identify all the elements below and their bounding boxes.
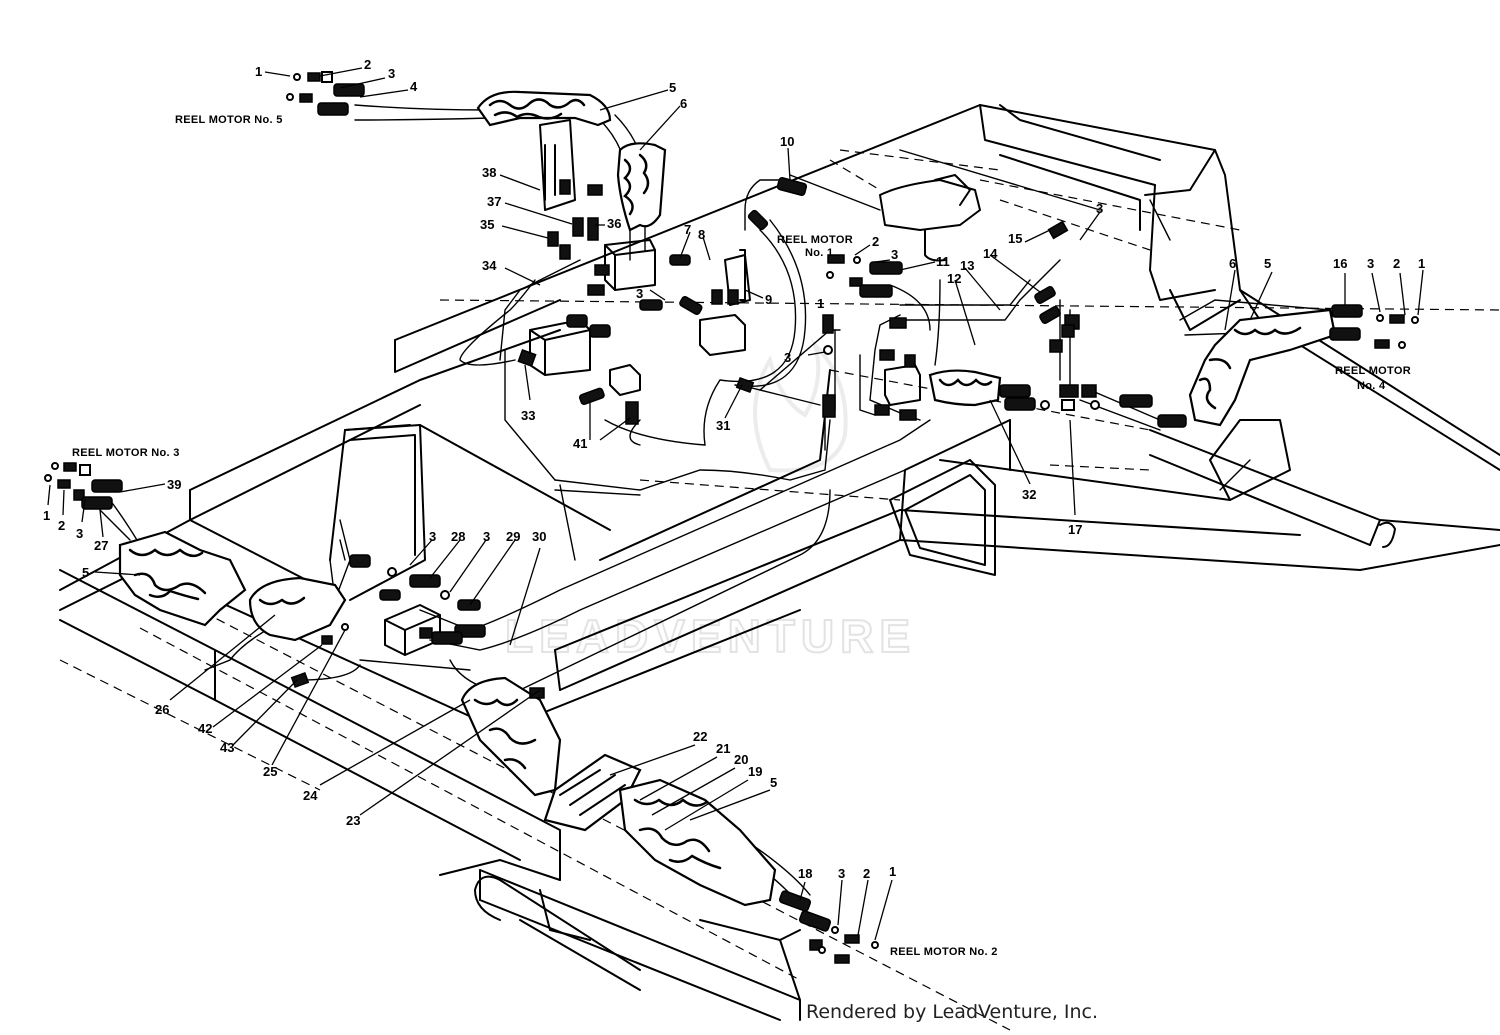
callout: 13 xyxy=(960,258,974,273)
callout: 10 xyxy=(780,134,794,149)
callout: 2 xyxy=(872,234,879,249)
callout: 5 xyxy=(82,565,89,580)
callout: 14 xyxy=(983,246,998,261)
callout: 2 xyxy=(58,518,65,533)
callout: 29 xyxy=(506,529,520,544)
callout: 43 xyxy=(220,740,234,755)
callout: 38 xyxy=(482,165,496,180)
callout: 5 xyxy=(770,775,777,790)
reel-motor-labels: REEL MOTOR No. 5 REEL MOTOR No. 1 REEL M… xyxy=(72,114,1411,958)
callout: 24 xyxy=(303,788,318,803)
callout: 2 xyxy=(1393,256,1400,271)
callout: 3 xyxy=(636,286,643,301)
part-callouts: 1 2 3 4 5 6 10 38 37 36 35 7 8 34 3 9 2 … xyxy=(43,57,1425,881)
components xyxy=(384,119,981,656)
callout: 8 xyxy=(698,227,705,242)
callout: 3 xyxy=(388,66,395,81)
callout: 3 xyxy=(891,247,898,262)
label-reel-motor-4-line2: No. 4 xyxy=(1357,380,1386,392)
callout: 1 xyxy=(43,508,50,523)
callout: 28 xyxy=(451,529,465,544)
callout: 5 xyxy=(1264,256,1271,271)
callout: 22 xyxy=(693,729,707,744)
callout: 1 xyxy=(889,864,896,879)
callout: 3 xyxy=(429,529,436,544)
callout: 2 xyxy=(863,866,870,881)
callout: 41 xyxy=(573,436,587,451)
callout: 12 xyxy=(947,271,961,286)
callout: 3 xyxy=(76,526,83,541)
callout: 35 xyxy=(480,217,494,232)
callout: 32 xyxy=(1022,487,1036,502)
callout: 4 xyxy=(410,79,418,94)
label-reel-motor-4-line1: REEL MOTOR xyxy=(1335,365,1411,377)
label-reel-motor-5: REEL MOTOR No. 5 xyxy=(175,114,283,126)
callout: 39 xyxy=(167,477,181,492)
callout: 3 xyxy=(1367,256,1374,271)
callout: 3 xyxy=(838,866,845,881)
callout: 11 xyxy=(936,254,950,269)
leader-lines xyxy=(47,67,1424,941)
callout: 23 xyxy=(346,813,360,828)
callout: 19 xyxy=(748,764,762,779)
callout: 30 xyxy=(532,529,546,544)
callout: 3 xyxy=(1096,201,1103,216)
callout: 20 xyxy=(734,752,748,767)
hydraulic-lines xyxy=(99,104,1331,906)
watermark: LEADVENTURE xyxy=(504,338,916,663)
callout: 1 xyxy=(1418,256,1425,271)
callout: 25 xyxy=(263,764,277,779)
callout: 34 xyxy=(482,258,497,273)
callout: 31 xyxy=(716,418,730,433)
callout: 16 xyxy=(1333,256,1347,271)
callout: 42 xyxy=(198,721,212,736)
callout: 3 xyxy=(483,529,490,544)
label-reel-motor-3: REEL MOTOR No. 3 xyxy=(72,447,180,459)
callout: 27 xyxy=(94,538,108,553)
callout: 5 xyxy=(669,80,676,95)
callout: 1 xyxy=(817,296,824,311)
label-reel-motor-1-line1: REEL MOTOR xyxy=(777,234,853,246)
label-reel-motor-2: REEL MOTOR No. 2 xyxy=(890,946,998,958)
callout: 21 xyxy=(716,741,730,756)
callout: 36 xyxy=(607,216,621,231)
callout: 26 xyxy=(155,702,169,717)
watermark-text: LEADVENTURE xyxy=(505,610,916,662)
label-reel-motor-1-line2: No. 1 xyxy=(805,247,833,259)
callout: 6 xyxy=(680,96,687,111)
callout: 7 xyxy=(684,222,691,237)
hose-guards xyxy=(118,90,1337,907)
callout: 33 xyxy=(521,408,535,423)
callout: 6 xyxy=(1229,256,1236,271)
render-credit: Rendered by LeadVenture, Inc. xyxy=(806,1001,1099,1023)
callout: 1 xyxy=(255,64,262,79)
callout: 37 xyxy=(487,194,501,209)
callout: 9 xyxy=(765,292,772,307)
callout: 3 xyxy=(784,350,791,365)
callout: 2 xyxy=(364,57,371,72)
callout: 15 xyxy=(1008,231,1022,246)
callout: 18 xyxy=(798,866,812,881)
callout: 17 xyxy=(1068,522,1082,537)
